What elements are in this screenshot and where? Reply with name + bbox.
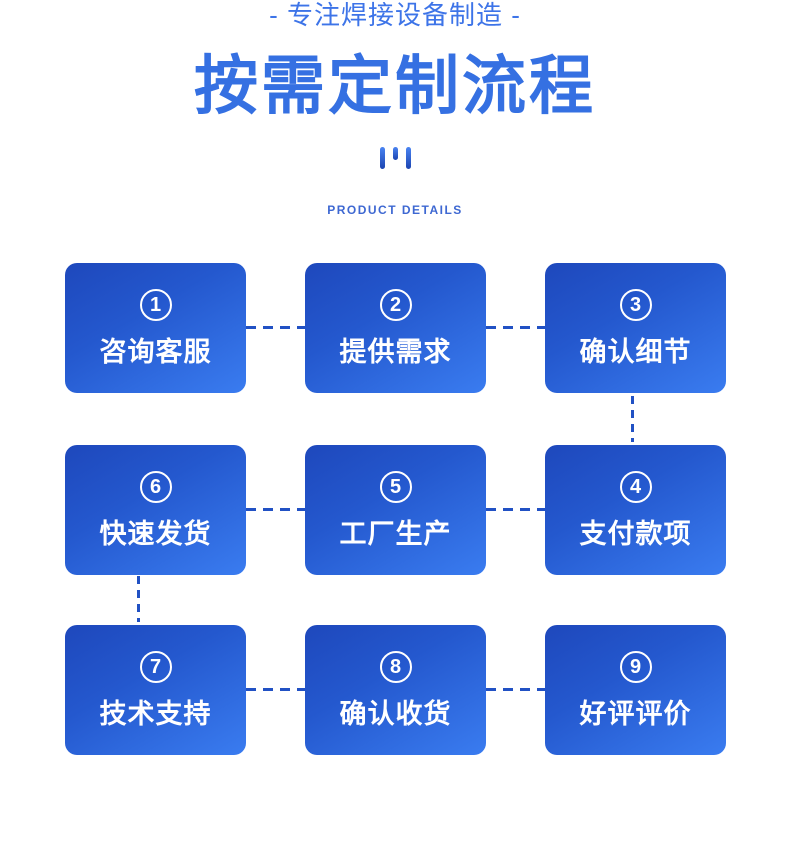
step-card-2: 2 提供需求 xyxy=(305,263,486,393)
bar-right-icon xyxy=(405,147,411,169)
step-label: 好评评价 xyxy=(579,699,692,729)
connector-5-6 xyxy=(246,508,305,511)
three-bars-icon xyxy=(0,147,790,169)
bar-left-icon xyxy=(379,147,385,169)
connector-8-9 xyxy=(486,688,545,691)
step-number-badge: 6 xyxy=(139,471,172,503)
step-number-badge: 7 xyxy=(139,651,172,683)
slogan-text: - 专注焊接设备制造 - xyxy=(269,0,521,30)
connector-6-7 xyxy=(137,576,140,622)
step-number-badge: 9 xyxy=(619,651,652,683)
step-card-1: 1 咨询客服 xyxy=(65,263,246,393)
connector-7-8 xyxy=(246,688,305,691)
connector-2-3 xyxy=(486,326,545,329)
bar-middle-icon xyxy=(392,147,398,160)
subtitle-text: PRODUCT DETAILS xyxy=(327,203,463,217)
step-number-badge: 1 xyxy=(139,289,172,321)
step-label: 确认收货 xyxy=(339,699,452,729)
step-number-badge: 8 xyxy=(379,651,412,683)
step-card-6: 6 快速发货 xyxy=(65,445,246,575)
connector-3-4 xyxy=(631,396,634,442)
step-label: 技术支持 xyxy=(99,699,212,729)
step-card-8: 8 确认收货 xyxy=(305,625,486,755)
step-number-badge: 5 xyxy=(379,471,412,503)
step-number-badge: 4 xyxy=(619,471,652,503)
page-title: 按需定制流程 xyxy=(194,50,596,122)
step-card-9: 9 好评评价 xyxy=(545,625,726,755)
connector-1-2 xyxy=(246,326,305,329)
step-label: 提供需求 xyxy=(339,337,452,367)
step-label: 咨询客服 xyxy=(99,337,212,367)
step-label: 支付款项 xyxy=(579,519,692,549)
step-card-7: 7 技术支持 xyxy=(65,625,246,755)
step-number-badge: 2 xyxy=(379,289,412,321)
step-card-4: 4 支付款项 xyxy=(545,445,726,575)
step-card-5: 5 工厂生产 xyxy=(305,445,486,575)
step-label: 快速发货 xyxy=(99,519,212,549)
step-label: 确认细节 xyxy=(579,337,692,367)
connector-4-5 xyxy=(486,508,545,511)
step-card-3: 3 确认细节 xyxy=(545,263,726,393)
step-label: 工厂生产 xyxy=(339,519,452,549)
step-number-badge: 3 xyxy=(619,289,652,321)
